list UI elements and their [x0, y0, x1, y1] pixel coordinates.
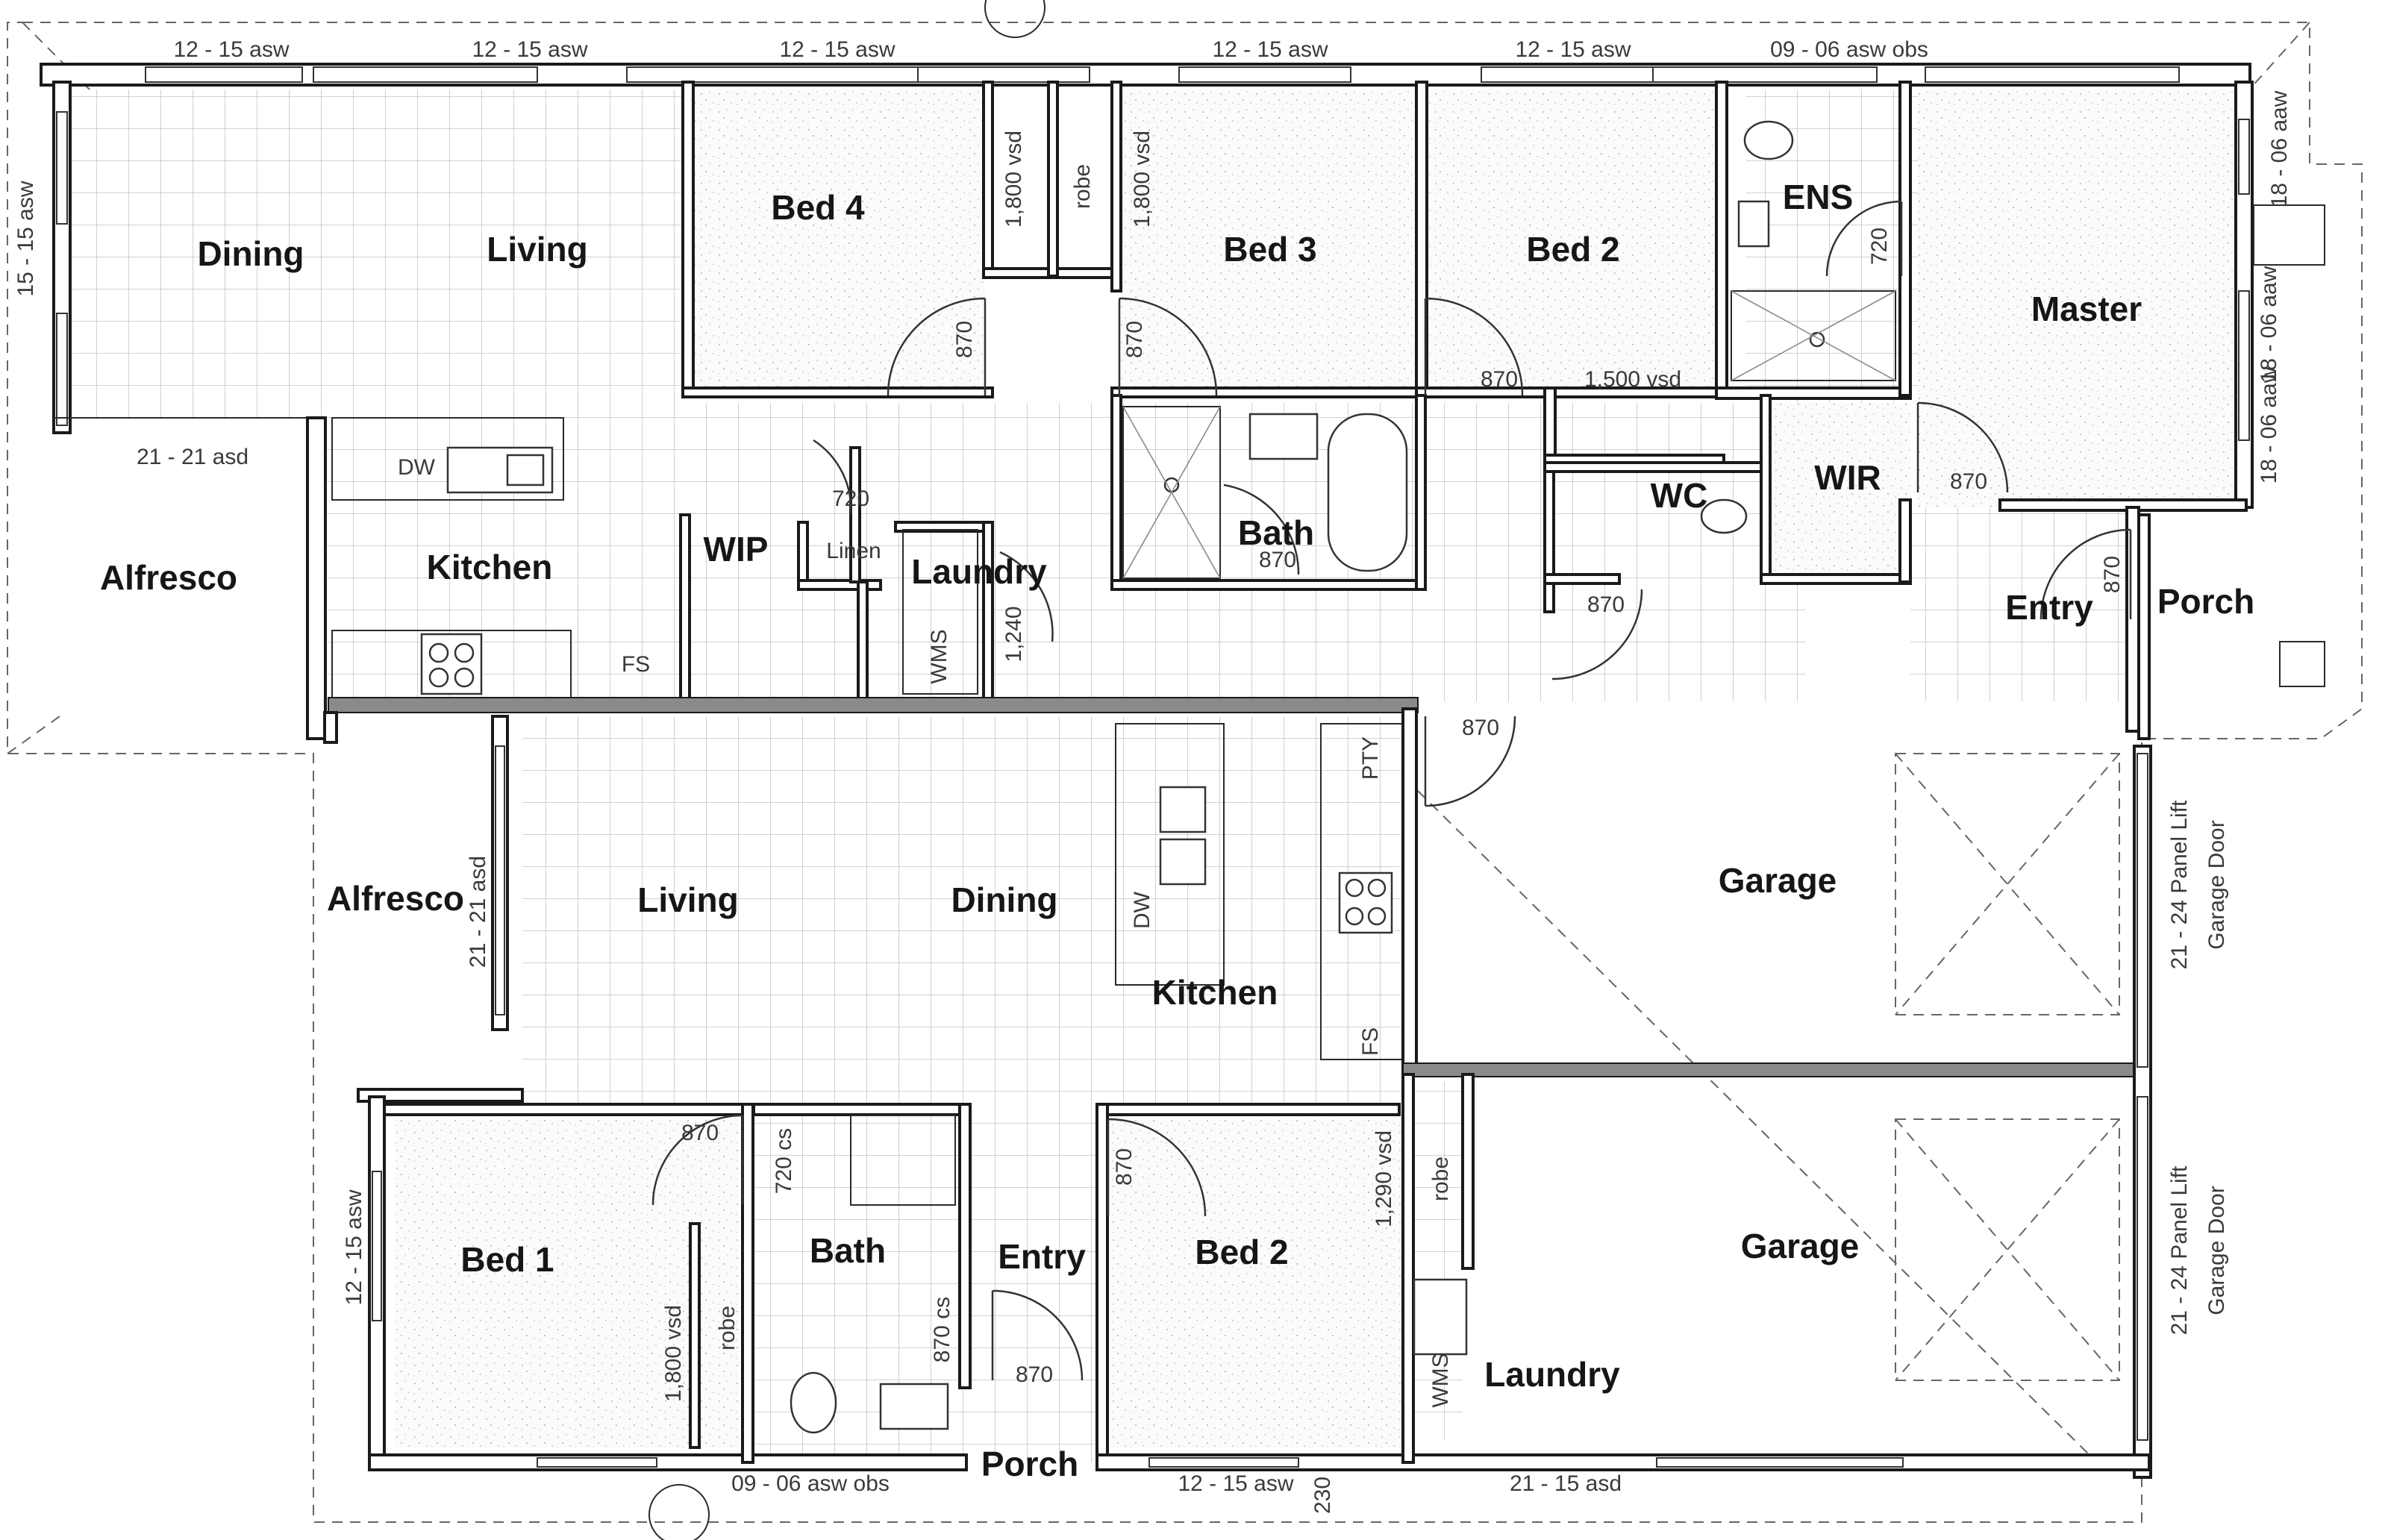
dim-asd: 21 - 21 asd [137, 445, 249, 469]
dim-w6: 09 - 06 asw obs [1770, 37, 1928, 62]
dim-robe-vsd-2: 1,800 vsd [1130, 131, 1154, 228]
dim-garage-door-1a: 21 - 24 Panel Lift [2167, 800, 2192, 969]
dim-door-bed3: 870 [1122, 321, 1147, 358]
dim-w1: 12 - 15 asw [173, 37, 289, 62]
bottom-unit-floors [396, 716, 1463, 1462]
dim-right1: 18 - 06 aaw [2267, 90, 2292, 207]
fixture-dw-bottom: DW [1130, 891, 1154, 929]
room-ens: ENS [1783, 178, 1854, 216]
dim-door-ens: 720 [1867, 228, 1892, 265]
dim-door-wc: 870 [1587, 592, 1625, 617]
room-kitchen-top: Kitchen [427, 548, 553, 586]
room-bed3: Bed 3 [1223, 230, 1316, 269]
bottom-unit-room-labels: Alfresco Living Dining Kitchen Garage Ga… [327, 736, 2229, 1514]
dim-door-bed2: 870 [1481, 367, 1518, 392]
dim-bottom-num: 230 [1310, 1477, 1335, 1514]
dim-door-bed1: 870 [681, 1121, 719, 1145]
dim-left: 15 - 15 asw [13, 181, 38, 296]
dim-garage-door-1b: Garage Door [2204, 820, 2229, 949]
dim-right3: 18 - 06 aaw [2257, 366, 2281, 483]
dim-door-entry: 870 [2100, 556, 2125, 593]
dim-bottom-3: 21 - 15 asd [1510, 1471, 1622, 1496]
room-garage-bottom: Garage [1741, 1227, 1860, 1265]
dim-door-linen: 720 [832, 486, 869, 511]
top-unit-dimensions: 12 - 15 asw 12 - 15 asw 12 - 15 asw 12 -… [13, 37, 2292, 740]
bottom-unit-walls [323, 0, 2152, 1540]
fixture-fs-bottom: FS [1358, 1027, 1383, 1056]
fixture-pty: PTY [1358, 736, 1383, 780]
dim-asd-bottom: 21 - 21 asd [466, 856, 490, 968]
room-kitchen-bottom: Kitchen [1152, 973, 1278, 1012]
dim-robe-1: robe [1070, 164, 1095, 209]
room-wir: WIR [1814, 458, 1881, 497]
fixture-wms-bottom: WMS [1428, 1353, 1453, 1407]
dim-w2: 12 - 15 asw [472, 37, 587, 62]
fixture-wms-top: WMS [927, 629, 951, 683]
room-bath-top: Bath [1238, 513, 1314, 552]
dim-bottom-1: 09 - 06 asw obs [731, 1471, 890, 1496]
dim-vsd-bed2: 1,500 vsd [1584, 367, 1681, 392]
dim-cs-bath: 720 cs [772, 1128, 796, 1194]
dim-door-garage: 870 [1462, 716, 1499, 740]
dim-robe-bed1: robe [715, 1306, 740, 1350]
dim-vsd-bed1: 1,800 vsd [661, 1305, 686, 1402]
dim-cs-entry: 870 cs [930, 1297, 954, 1362]
top-unit-room-labels: Dining Living Bed 4 Bed 3 Bed 2 ENS Mast… [100, 178, 2254, 684]
dim-door-porch: 870 [1016, 1362, 1053, 1387]
room-laundry-bottom: Laundry [1484, 1355, 1620, 1394]
room-bath-bottom: Bath [810, 1231, 886, 1270]
room-porch-bottom: Porch [981, 1444, 1078, 1483]
room-bed4: Bed 4 [771, 188, 865, 227]
dim-door-wir: 870 [1950, 469, 1987, 494]
room-living-top: Living [487, 230, 587, 269]
dim-w4: 12 - 15 asw [1212, 37, 1328, 62]
dim-robe-bed2-bottom: robe [1428, 1156, 1453, 1201]
room-dining-top: Dining [197, 234, 304, 273]
dim-w5: 12 - 15 asw [1515, 37, 1631, 62]
room-wip: WIP [704, 530, 769, 569]
room-bed2-top: Bed 2 [1526, 230, 1619, 269]
dim-robe-vsd-1: 1,800 vsd [1001, 131, 1026, 228]
room-living-bottom: Living [637, 880, 738, 919]
room-laundry-top: Laundry [911, 552, 1047, 591]
dim-door-bed4: 870 [952, 321, 977, 358]
room-porch-top: Porch [2157, 582, 2254, 621]
top-unit-doors [813, 200, 2132, 807]
dim-door-bath: 870 [1259, 548, 1296, 572]
room-bed2-bottom: Bed 2 [1195, 1233, 1288, 1271]
room-alfresco-top: Alfresco [100, 558, 237, 597]
room-wc: WC [1651, 476, 1708, 515]
top-unit-walls [40, 63, 2325, 740]
room-entry-top: Entry [2005, 588, 2093, 627]
dim-garage-door-2b: Garage Door [2204, 1186, 2229, 1315]
dim-right2: 18 - 06 aaw [2257, 266, 2281, 383]
dim-vsd-bed2-bottom: 1,290 vsd [1372, 1130, 1396, 1227]
room-bed1: Bed 1 [460, 1240, 554, 1279]
dim-bottom-2: 12 - 15 asw [1178, 1471, 1293, 1496]
room-master: Master [2031, 289, 2142, 328]
dim-w3: 12 - 15 asw [779, 37, 895, 62]
room-alfresco-bottom: Alfresco [327, 879, 464, 918]
dim-left-bottom: 12 - 15 asw [342, 1189, 366, 1305]
dim-door-bed2-bottom: 870 [1112, 1148, 1137, 1186]
room-garage-top: Garage [1719, 861, 1837, 900]
dim-garage-door-2a: 21 - 24 Panel Lift [2167, 1165, 2192, 1335]
fixture-dw-top: DW [398, 455, 436, 480]
fixture-fs-top: FS [622, 652, 650, 677]
room-entry-bottom: Entry [998, 1237, 1086, 1276]
room-dining-bottom: Dining [951, 880, 1057, 919]
dim-door-laundry: 1,240 [1001, 606, 1026, 662]
room-linen: Linen [826, 539, 881, 563]
